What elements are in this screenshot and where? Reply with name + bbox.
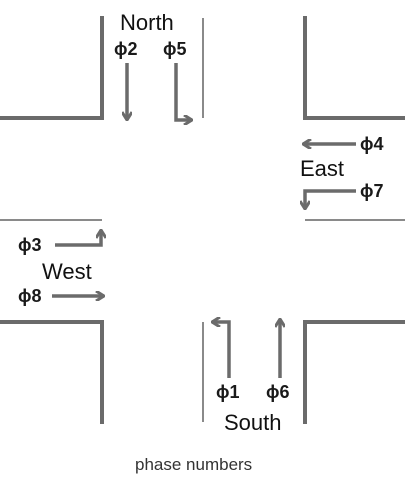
arrow-east-left bbox=[305, 189, 356, 209]
phase-label-west-top: ϕ3 bbox=[18, 235, 42, 255]
direction-north: North bbox=[120, 10, 174, 35]
phase-label-south-right: ϕ6 bbox=[266, 382, 290, 402]
direction-west: West bbox=[42, 259, 92, 284]
phase-label-south-left: ϕ1 bbox=[216, 382, 240, 402]
phase-label-east-bottom: ϕ7 bbox=[360, 181, 384, 201]
curb-southeast bbox=[303, 320, 405, 424]
arrow-west-left bbox=[55, 230, 101, 247]
curb-northwest bbox=[0, 16, 104, 120]
arrow-north-left bbox=[174, 63, 192, 120]
phase-label-north-right: ϕ5 bbox=[163, 39, 187, 59]
direction-south: South bbox=[224, 410, 282, 435]
direction-east: East bbox=[300, 156, 344, 181]
curb-northeast bbox=[303, 16, 405, 120]
diagram-caption: phase numbers bbox=[135, 455, 252, 474]
phase-label-east-top: ϕ4 bbox=[360, 134, 384, 154]
arrow-south-left bbox=[212, 322, 231, 378]
phase-label-north-left: ϕ2 bbox=[114, 39, 138, 59]
curb-southwest bbox=[0, 320, 104, 424]
phase-label-west-bottom: ϕ8 bbox=[18, 286, 42, 306]
